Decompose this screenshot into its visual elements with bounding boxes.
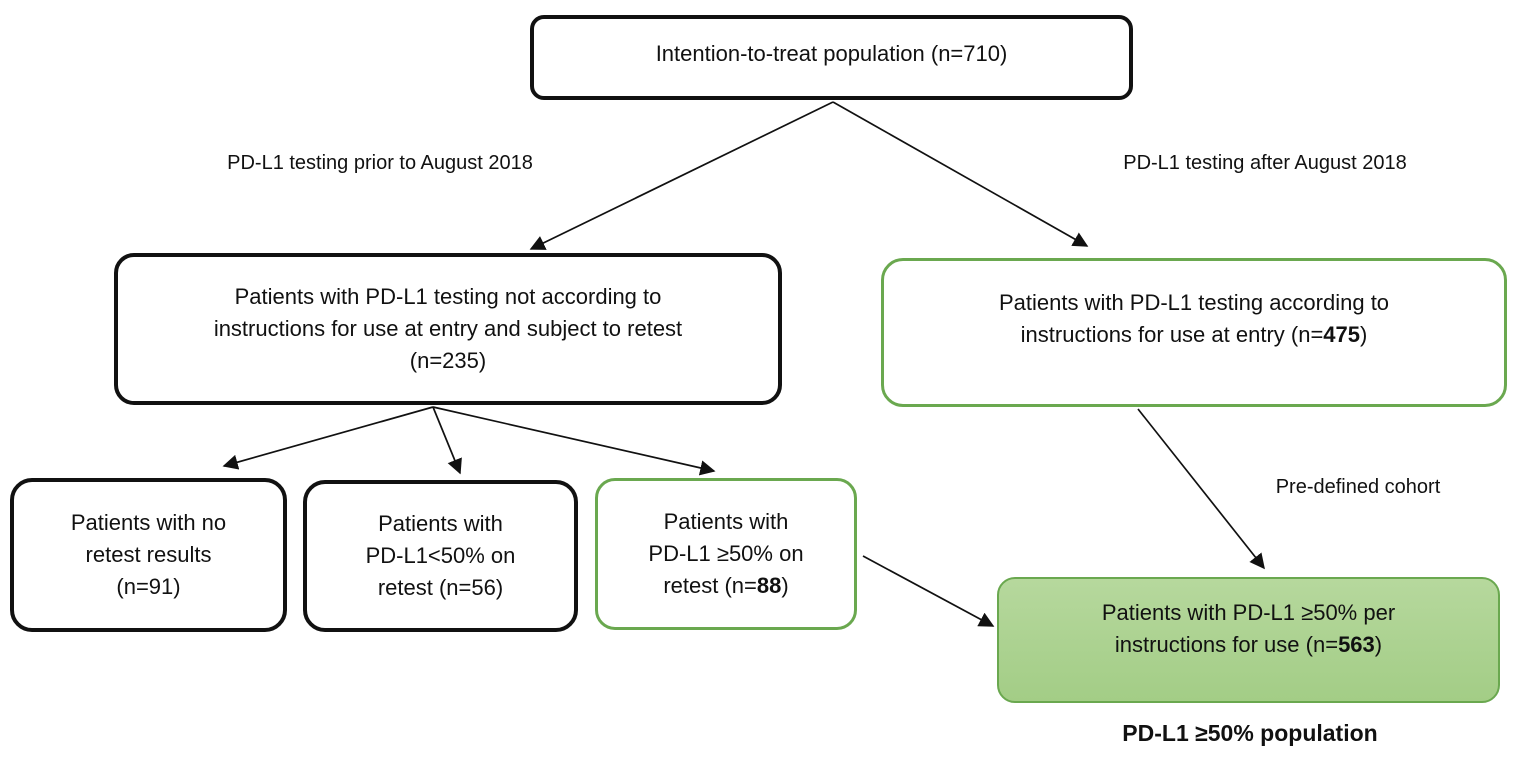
node-text-line2: PD-L1 ≥50% on — [648, 541, 804, 566]
node-text-line1: Patients with PD-L1 testing not accordin… — [234, 284, 662, 309]
caption-pdl1-ge50-population: PD-L1 ≥50% population — [1122, 720, 1378, 746]
node-text-line2: retest results — [85, 542, 212, 567]
node-text-suffix: ) — [1374, 632, 1383, 657]
node-text-prefix: instructions for use at entry (n= — [1020, 321, 1324, 347]
node-text-suffix: ) — [1360, 321, 1368, 347]
node-intention-to-treat: Intention-to-treat population (n=710) — [530, 15, 1133, 100]
node-n-value: 88 — [756, 573, 782, 598]
node-testing-according: Patients with PD-L1 testing according to… — [881, 258, 1507, 407]
arrow-notaccording-to-lt50 — [432, 406, 462, 475]
node-no-retest-results: Patients with no retest results (n=91) — [10, 478, 287, 632]
node-pdl1-lt50-retest: Patients with PD-L1<50% on retest (n=56) — [303, 480, 578, 632]
node-text-line1: Patients with — [663, 509, 789, 534]
node-text-line1: Patients with PD-L1 testing according to — [998, 289, 1390, 315]
node-text-line3: retest (n=56) — [377, 575, 504, 600]
node-text-line2: instructions for use at entry and subjec… — [213, 316, 683, 341]
node-text-line2: PD-L1<50% on — [365, 543, 516, 568]
node-text-line1: Patients with no — [70, 510, 227, 535]
arrow-ge50retest-to-ge50iou — [862, 555, 995, 627]
node-text: Intention-to-treat population (n=710) — [655, 40, 1008, 66]
arrow-according-to-ge50iou — [1137, 408, 1265, 570]
node-n-value: 563 — [1338, 632, 1375, 657]
arrow-itt-to-according — [832, 101, 1089, 247]
arrow-notaccording-to-noretest — [222, 406, 434, 470]
node-text-line2: instructions for use at entry (n=475) — [1021, 319, 1368, 351]
branch-label-predefined-cohort: Pre-defined cohort — [1275, 476, 1441, 498]
branch-label-after-august-2018: PD-L1 testing after August 2018 — [1123, 152, 1407, 174]
node-pdl1-ge50-retest: Patients with PD-L1 ≥50% on retest (n=88… — [595, 478, 857, 630]
node-text-line2: instructions for use (n=563) — [1115, 629, 1382, 661]
node-text-suffix: ) — [781, 573, 789, 598]
node-text-line3: (n=91) — [116, 574, 181, 599]
arrow-notaccording-to-ge50retest — [432, 406, 716, 476]
node-testing-not-according: Patients with PD-L1 testing not accordin… — [114, 253, 782, 405]
node-text-prefix: retest (n= — [663, 573, 757, 598]
node-pdl1-ge50-per-ifu: Patients with PD-L1 ≥50% per instruction… — [997, 577, 1500, 703]
node-text-line1: Patients with — [378, 511, 503, 536]
branch-label-prior-august-2018: PD-L1 testing prior to August 2018 — [227, 152, 533, 174]
node-text-prefix: instructions for use (n= — [1114, 632, 1339, 657]
node-text-line3: (n=235) — [409, 348, 487, 373]
node-text-line1: Patients with PD-L1 ≥50% per — [1101, 600, 1396, 625]
node-text-line3: retest (n=88) — [663, 570, 788, 602]
node-n-value: 475 — [1323, 321, 1361, 347]
arrow-itt-to-notaccording — [529, 101, 834, 250]
